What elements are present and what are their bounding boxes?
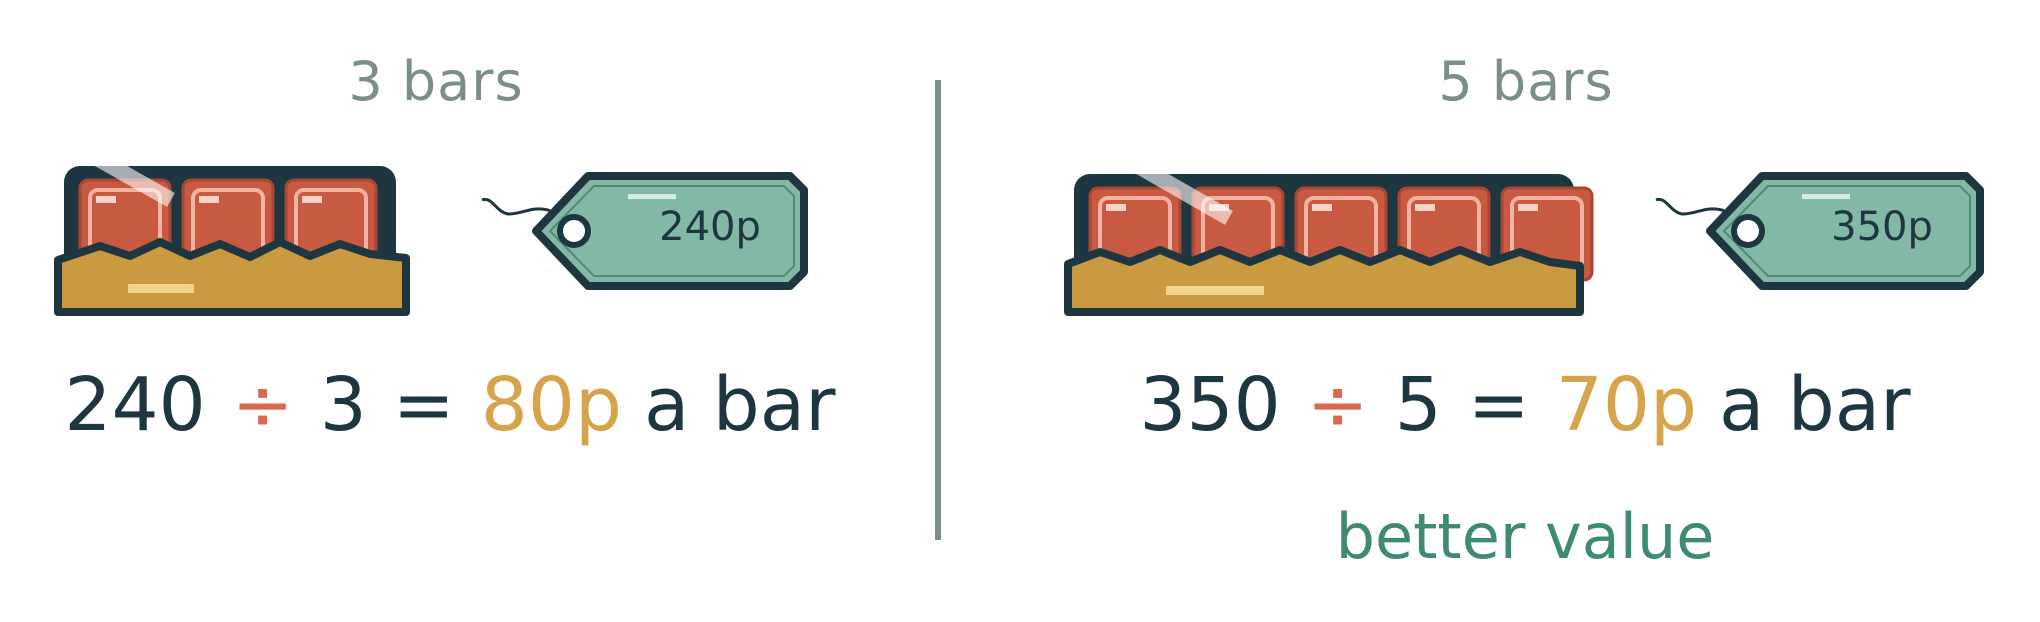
right-dividend: 350: [1139, 362, 1281, 448]
left-tag-inner-border: [548, 185, 795, 277]
right-tag-hole: [1731, 214, 1765, 248]
right-divide-sign: ÷: [1306, 362, 1369, 448]
left-result-suffix: a bar: [643, 362, 836, 448]
left-title: 3 bars: [348, 50, 524, 113]
right-result-suffix: a bar: [1718, 362, 1911, 448]
right-tag-highlight: [1802, 194, 1850, 199]
right-result: 70p: [1555, 362, 1697, 448]
left-chocolate-piece-highlight: [96, 196, 116, 203]
right-equals-sign: =: [1467, 362, 1530, 448]
right-title: 5 bars: [1438, 50, 1614, 113]
left-pack-wrapper: [54, 238, 410, 316]
left-equals-sign: =: [392, 362, 455, 448]
right-divisor: 5: [1394, 362, 1442, 448]
right-chocolate-pack: [1064, 149, 1594, 316]
left-tag-hole: [557, 214, 591, 248]
left-price-tag: [481, 172, 808, 290]
better-value-label: better value: [1335, 500, 1715, 573]
left-tag-highlight: [628, 194, 676, 199]
right-pack-wrapper: [1064, 246, 1584, 316]
left-dividend: 240: [64, 362, 206, 448]
right-chocolate-piece-highlight: [1518, 204, 1538, 211]
left-chocolate-piece-highlight: [302, 196, 322, 203]
left-divide-sign: ÷: [231, 362, 294, 448]
left-tag-body: [532, 172, 808, 290]
left-chocolate-piece-highlight: [199, 196, 219, 203]
right-tag-inner-border: [1722, 185, 1971, 277]
left-divisor: 3: [319, 362, 367, 448]
right-chocolate-piece-highlight: [1106, 204, 1126, 211]
left-wrapper-highlight: [128, 284, 194, 293]
right-price-label: 350p: [1831, 204, 1933, 250]
right-price-tag: [1655, 172, 1984, 290]
right-wrapper-highlight: [1166, 286, 1264, 295]
right-tag-body: [1706, 172, 1984, 290]
left-pack-shine: [93, 151, 175, 207]
left-result: 80p: [480, 362, 622, 448]
left-price-label: 240p: [659, 204, 761, 250]
left-chocolate-pack: [54, 151, 410, 316]
right-chocolate-piece-highlight: [1415, 204, 1435, 211]
right-pack-shine: [1117, 149, 1233, 225]
right-chocolate-piece-highlight: [1312, 204, 1332, 211]
